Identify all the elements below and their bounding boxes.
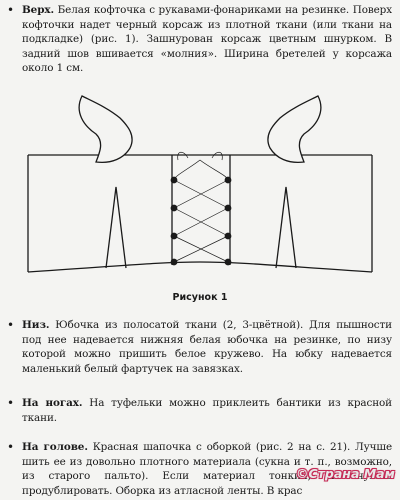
eyelet: [170, 176, 178, 184]
lacing-cord: [173, 151, 229, 263]
section-top: • Верх. Белая кофточка с рукавами-фонари…: [7, 3, 392, 76]
eyelet: [224, 204, 232, 212]
section-heading: На голове.: [22, 441, 88, 453]
bodice-diagram: [27, 95, 373, 273]
bullet: •: [7, 396, 14, 410]
watermark-logo: ©Страна Мам: [296, 466, 395, 481]
eyelet: [224, 176, 232, 184]
section-heading: Верх.: [22, 4, 54, 16]
bullet: •: [7, 318, 14, 332]
section-heading: Низ.: [22, 319, 50, 331]
section-head: • На голове. Красная шапочка с оборкой (…: [7, 440, 393, 498]
bullet: •: [7, 440, 14, 454]
eyelet: [170, 232, 178, 240]
eyelet: [170, 204, 178, 212]
section-text: Красная шапочка с оборкой (рис. 2 на с. …: [22, 441, 393, 497]
figure-caption: Рисунок 1: [172, 292, 228, 303]
eyelet: [224, 232, 232, 240]
eyelet: [224, 258, 232, 266]
section-feet: • На ногах. На туфельки можно приклеить …: [7, 396, 393, 425]
section-bottom: • Низ. Юбочка из полосатой ткани (2, 3-ц…: [7, 318, 392, 376]
section-text: Юбочка из полосатой ткани (2, 3-цвётной)…: [22, 319, 392, 375]
eyelet: [170, 258, 178, 266]
section-heading: На ногах.: [22, 397, 83, 409]
section-text: Белая кофточка с рукавами-фонариками на …: [22, 4, 392, 75]
section-text: На туфельки можно приклеить бантики из к…: [22, 397, 393, 424]
bullet: •: [7, 3, 14, 17]
